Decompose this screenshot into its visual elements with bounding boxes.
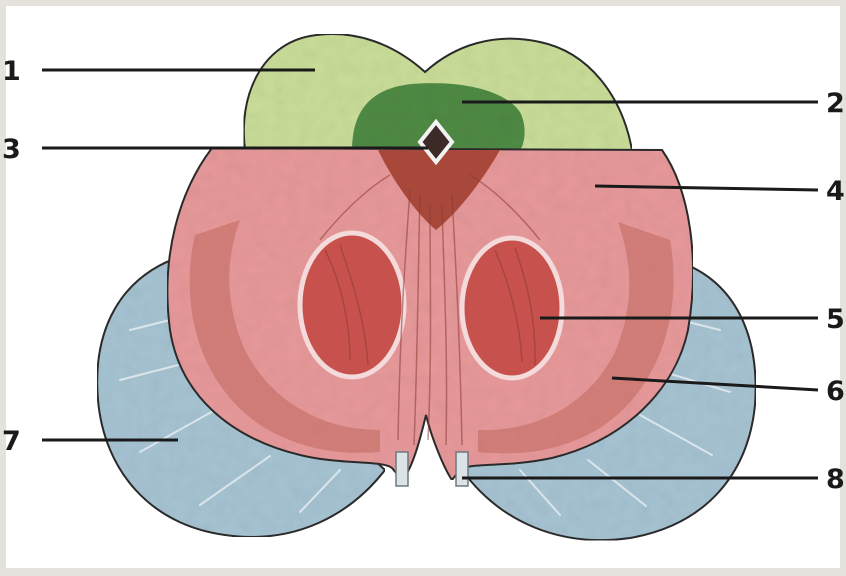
label-3: 3 bbox=[2, 136, 21, 163]
right-bottom-pillar bbox=[456, 452, 468, 486]
label-1: 1 bbox=[2, 58, 21, 85]
label-4: 4 bbox=[826, 178, 845, 205]
left-bottom-pillar bbox=[396, 452, 408, 486]
right-red-nucleus bbox=[462, 238, 562, 378]
label-2: 2 bbox=[826, 90, 845, 117]
label-8: 8 bbox=[826, 466, 845, 493]
label-6: 6 bbox=[826, 378, 845, 405]
left-red-nucleus bbox=[300, 233, 404, 377]
label-5: 5 bbox=[826, 306, 845, 333]
label-7: 7 bbox=[2, 428, 21, 455]
